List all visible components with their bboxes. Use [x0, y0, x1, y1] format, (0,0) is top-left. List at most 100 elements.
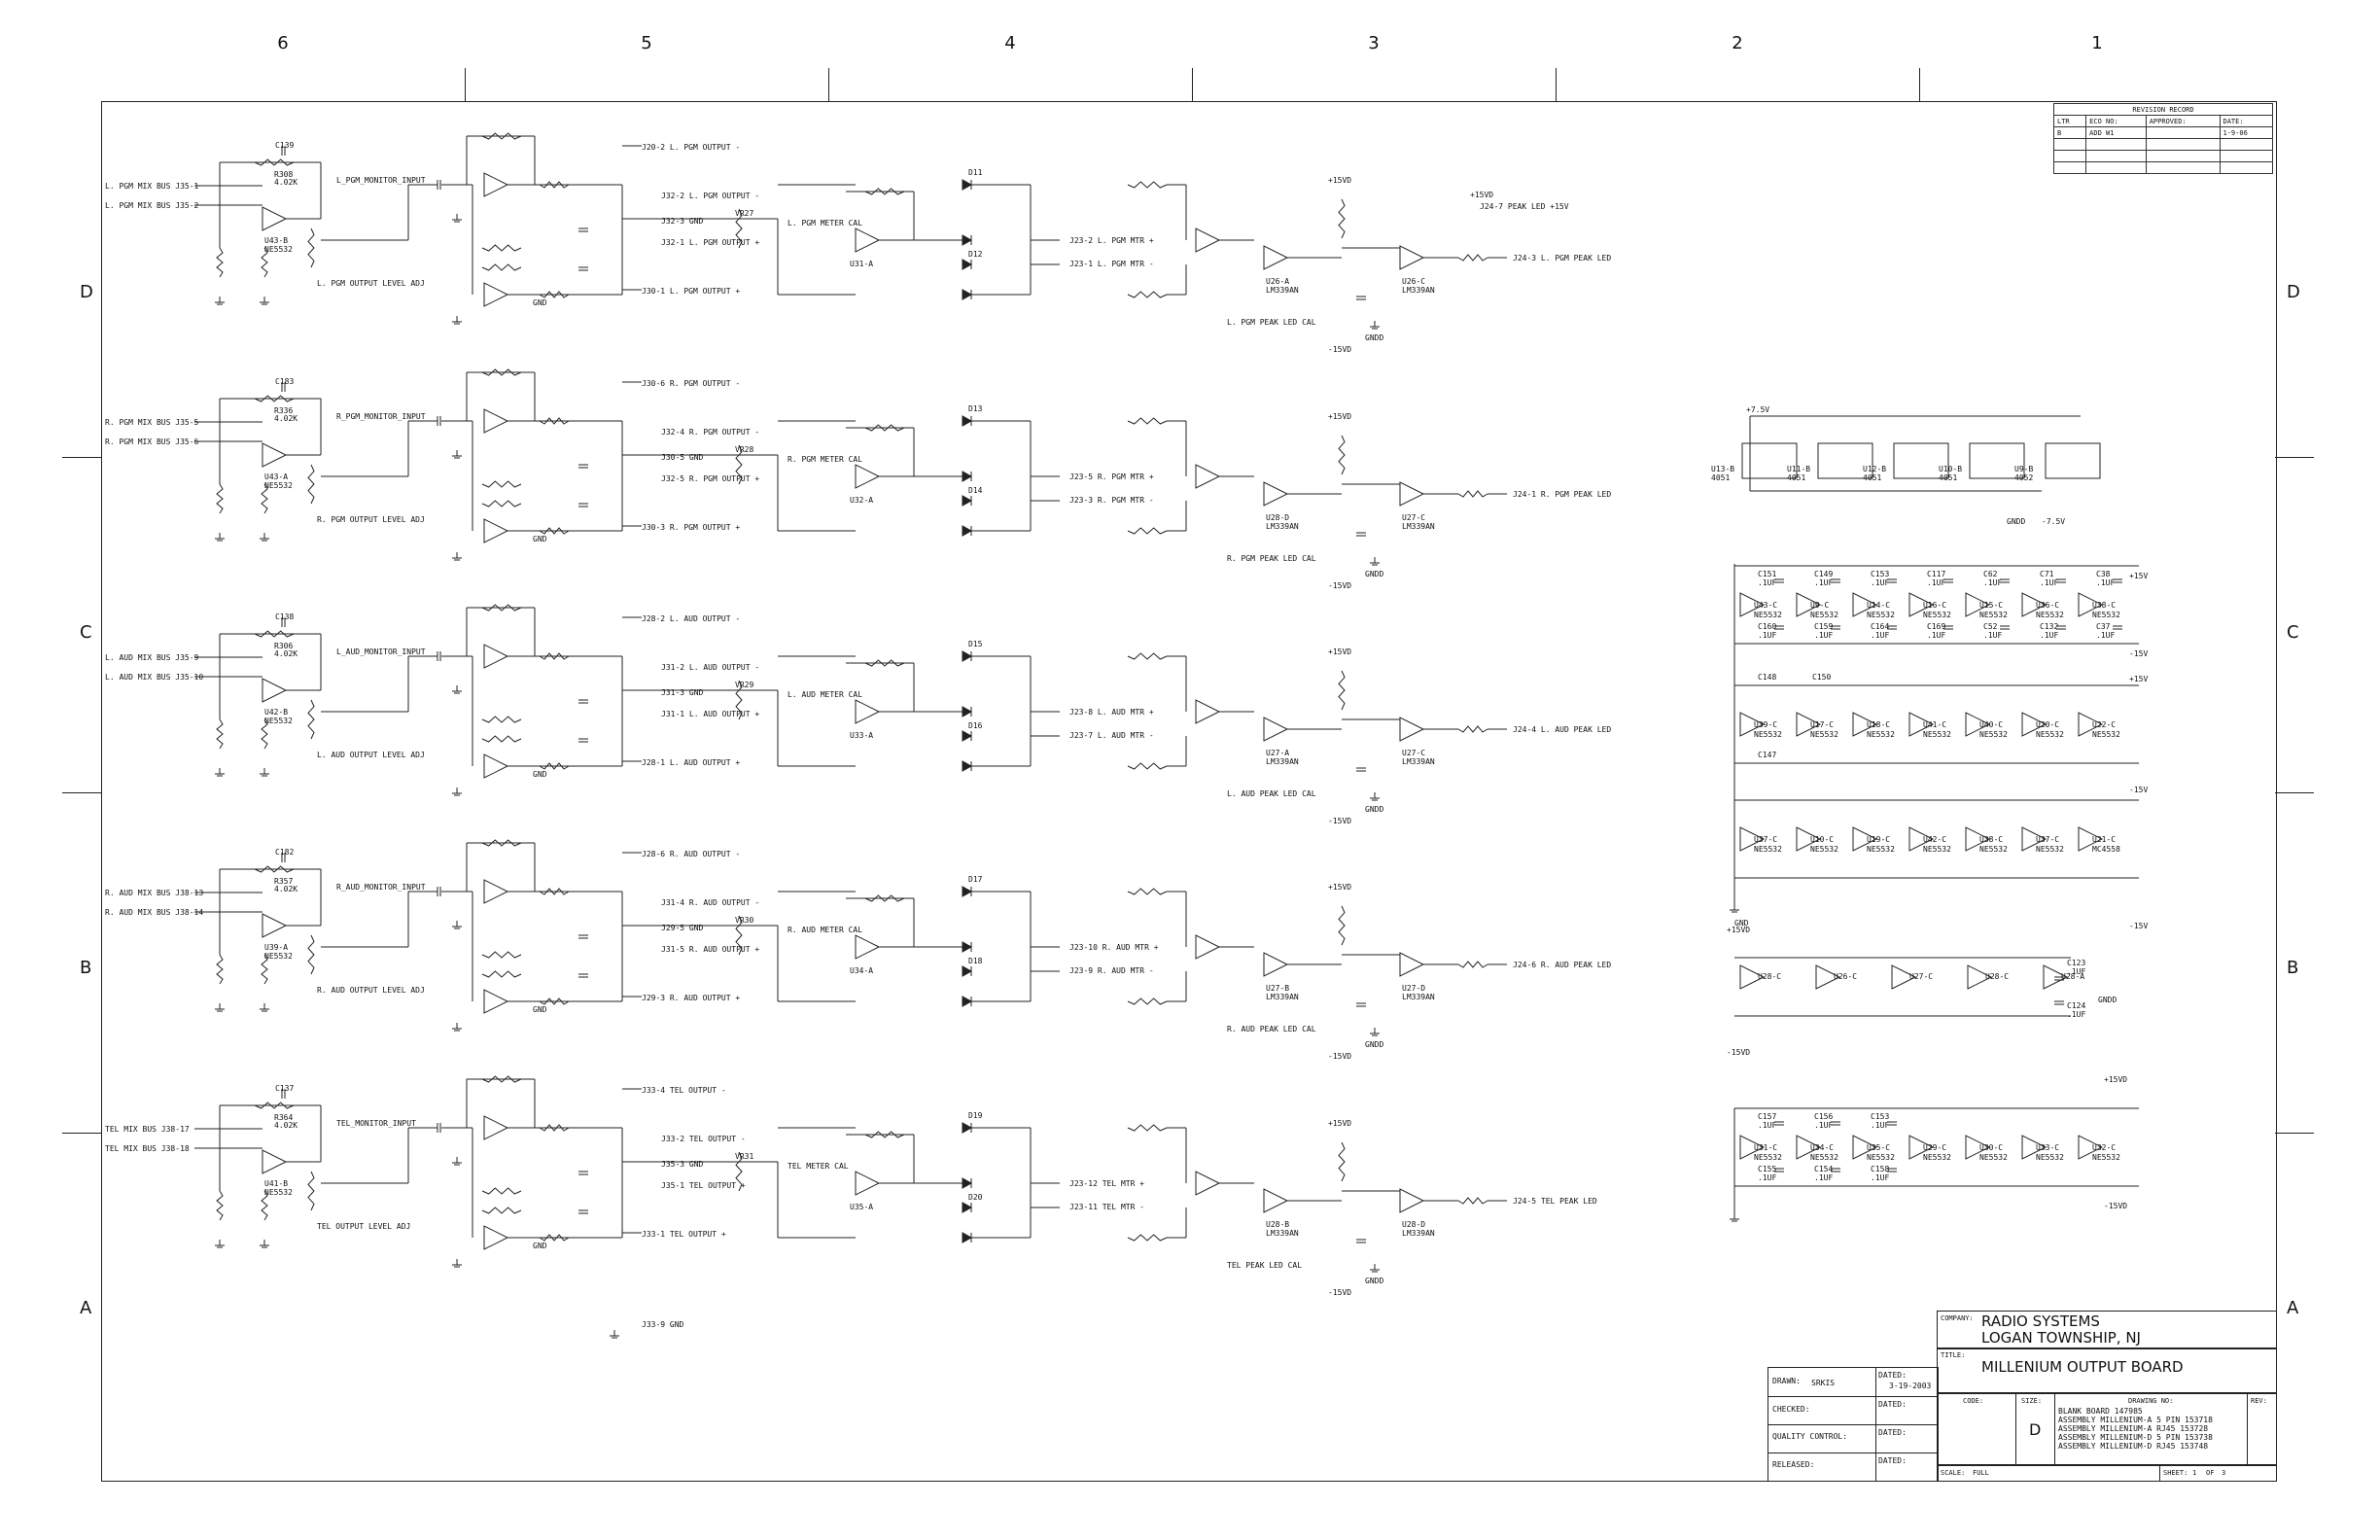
mux-ic [1741, 442, 1798, 479]
drawing-number-line: ASSEMBLY MILLENIUM-A RJ45 153728 [2058, 1424, 2209, 1433]
supply-opamp-part: NE5532 [1754, 845, 1782, 854]
input-plus-label: TEL MIX BUS J38-17 [105, 1125, 190, 1134]
driver-feedback-resistor [481, 735, 522, 743]
bypass-cap-value: .1UF [2040, 631, 2059, 640]
bias-resistor [261, 247, 268, 278]
meter-minus-connector: J23-1 L. PGM MTR - [1069, 260, 1154, 268]
peak-resistor [1338, 198, 1346, 239]
input-minus-label: TEL MIX BUS J38-18 [105, 1144, 190, 1153]
supply-opamp-ref: U10-C [1810, 835, 1835, 844]
supply-opamp [1796, 712, 1822, 737]
title-label: TITLE: [1941, 1351, 1966, 1359]
supply-opamp-part: NE5532 [1923, 1153, 1951, 1162]
output-minus-connector-b: J33-2 TEL OUTPUT - [661, 1135, 746, 1143]
peak-output-comparator-part: LM339AN [1402, 522, 1435, 531]
supply-opamp-ref: U18-C [1867, 720, 1891, 729]
output-level-adj-label: R. PGM OUTPUT LEVEL ADJ [317, 515, 425, 524]
zone-tick [1192, 68, 1193, 101]
rectifier-diode [962, 415, 973, 427]
peak-led-cal-label: R. PGM PEAK LED CAL [1227, 554, 1316, 563]
ground-label-gndd: GNDD [2098, 996, 2118, 1004]
supply-opamp [1908, 712, 1935, 737]
company-name: RADIO SYSTEMS [1981, 1312, 2100, 1330]
meter-opamp-ref: U35-A [850, 1203, 874, 1211]
input-minus-label: L. PGM MIX BUS J35-2 [105, 201, 199, 210]
input-plus-label: R. AUD MIX BUS J38-13 [105, 889, 204, 897]
bypass-cap-value: .1UF [2096, 631, 2116, 640]
input-minus-label: L. AUD MIX BUS J35-10 [105, 673, 204, 682]
level-pot [307, 464, 315, 505]
zone-row-B-left: B [80, 958, 92, 978]
meter-resistor [864, 424, 905, 432]
supply-opamp-part: NE5532 [1810, 1153, 1838, 1162]
supply-opamp [1965, 592, 1991, 617]
meter-opamp-ref: U32-A [850, 496, 874, 505]
peak-output-comparator-part: LM339AN [1402, 993, 1435, 1001]
diode-ref: D20 [968, 1193, 983, 1202]
meter-plus-connector: J23-12 TEL MTR + [1069, 1179, 1145, 1188]
supply-comparator [1891, 964, 1917, 990]
bias-resistor [216, 718, 224, 750]
bypass-cap-ref: C117 [1927, 570, 1946, 578]
ground-connector: J33-9 GND [642, 1320, 684, 1329]
supply-opamp-part: NE5532 [1867, 1153, 1895, 1162]
zone-column-1: 1 [2091, 33, 2103, 53]
bypass-cap-ref: C52 [1983, 622, 1998, 631]
ground-label-gnd: GND [1734, 919, 1749, 928]
mux-ic-part: 4051 [1863, 473, 1882, 482]
bypass-cap-value: .1UF [1983, 631, 2003, 640]
zone-row-A-left: A [80, 1298, 92, 1318]
driver-opamp-minus [483, 1225, 509, 1250]
level-pot [307, 934, 315, 975]
supply-opamp [1852, 826, 1878, 852]
feedback-resistor [254, 865, 295, 873]
zone-column-3: 3 [1368, 33, 1380, 53]
peak-comparator-part: LM339AN [1266, 286, 1299, 295]
supply-label-plus15vd: +15VD [1328, 176, 1352, 185]
supply-opamp-part: NE5532 [1923, 730, 1951, 739]
input-opamp [262, 678, 288, 703]
supply-opamp-ref: U43-C [1754, 601, 1778, 610]
bypass-cap-ref: C164 [1871, 622, 1890, 631]
diode-ref: D16 [968, 721, 983, 730]
mux-ic-ref: U10-B [1939, 465, 1963, 473]
supply-label-plus15v: +15V [2129, 572, 2149, 580]
supply-opamp [2078, 1135, 2104, 1160]
zone-tick [1919, 68, 1920, 101]
rev-label: REV: [2251, 1397, 2267, 1405]
meter-cal-pot-ref: VR28 [735, 445, 754, 454]
output-plus-connector: J33-1 TEL OUTPUT + [642, 1230, 726, 1239]
bypass-cap-value: .1UF [1814, 1173, 1834, 1182]
rectifier-diode [962, 525, 973, 537]
led-resistor [1457, 961, 1488, 968]
driver-feedback-resistor [481, 368, 522, 376]
meter-opamp-ref: U33-A [850, 731, 874, 740]
meter-plus-connector: J23-8 L. AUD MTR + [1069, 708, 1154, 717]
qc-date-label: DATED: [1878, 1428, 1907, 1437]
supply-opamp-ref: U34-C [1810, 1143, 1835, 1152]
zone-tick [62, 792, 101, 793]
mux-ic-part: 4051 [1939, 473, 1958, 482]
peak-opamp [1195, 1171, 1221, 1196]
driver-feedback-resistor [481, 244, 522, 252]
bypass-cap-ref: C123 [2067, 959, 2086, 967]
monitor-input-label: L_PGM_MONITOR_INPUT [336, 176, 426, 185]
supply-opamp [1908, 592, 1935, 617]
peak-comparator-part: LM339AN [1266, 757, 1299, 766]
bypass-cap-value: .1UF [1871, 578, 1890, 587]
output-minus-connector: J28-2 L. AUD OUTPUT - [642, 614, 741, 623]
peak-comparator [1263, 1188, 1289, 1213]
series-resistor [539, 1234, 570, 1242]
zone-column-6: 6 [277, 33, 289, 53]
mux-ic-part: 4051 [1711, 473, 1731, 482]
bias-resistor [261, 483, 268, 514]
output-level-adj-label: L. AUD OUTPUT LEVEL ADJ [317, 751, 425, 759]
bias-resistor [216, 247, 224, 278]
bypass-cap-value: .1UF [2040, 578, 2059, 587]
supply-comparator [2043, 964, 2069, 990]
input-opamp [262, 206, 288, 231]
rectifier-diode [962, 1232, 973, 1243]
supply-label-minus15vd: -15VD [1328, 817, 1352, 825]
meter-plus-connector: J23-2 L. PGM MTR + [1069, 236, 1154, 245]
input-resistor-value: 4.02K [274, 885, 298, 893]
